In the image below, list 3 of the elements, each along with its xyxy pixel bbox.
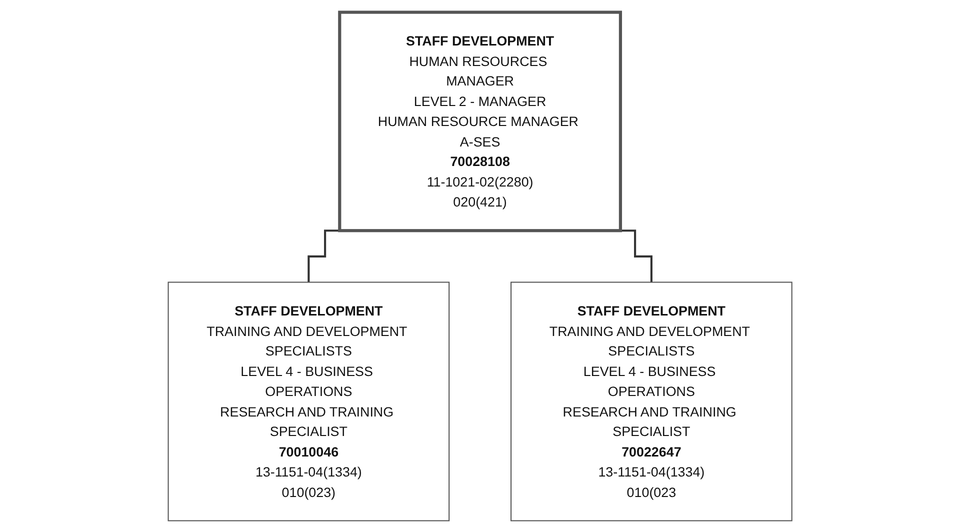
node-box: STAFF DEVELOPMENT HUMAN RESOURCES MANAGER LEVEL 2 - MANAGER HUMAN RESOURCE MANAGER A-SES 70028108 11-1021-02(2280) 020(421) xyxy=(338,10,622,232)
node-box: STAFF DEVELOPMENT TRAINING AND DEVELOPMENT SPECIALISTS LEVEL 4 - BUSINESS OPERATIONS RESEARCH AND TRAINING SPECIALIST 70022647 13-1151-04(1334) 010(023 xyxy=(510,281,792,521)
node-box: STAFF DEVELOPMENT TRAINING AND DEVELOPMENT SPECIALISTS LEVEL 4 - BUSINESS OPERATIONS RESEARCH AND TRAINING SPECIALIST 70010046 13-1151-04(1334) 010(023) xyxy=(168,281,450,521)
